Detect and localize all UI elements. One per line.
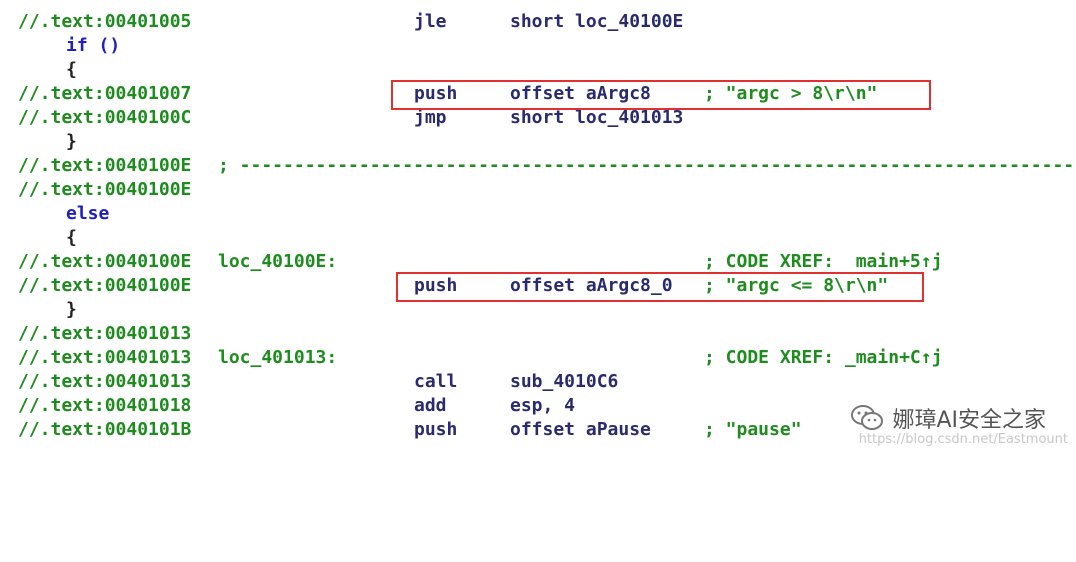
address: //.text:00401005 [18,11,192,32]
code-line: //.text:0040100C jmp short loc_401013 [18,106,1076,130]
mnemonic: push [414,275,458,296]
operand: offset aPause [510,419,651,440]
code-line: { [18,58,1076,82]
mnemonic: push [414,419,458,440]
code-line: //.text:00401018 add esp, 4 [18,394,1076,418]
code-label[interactable]: loc_40100E: [218,251,338,272]
address: //.text:00401013 [18,371,192,392]
comment: ; "pause" [704,419,802,440]
code-line: else [18,202,1076,226]
code-line: //.text:0040100E [18,178,1076,202]
code-line: //.text:00401007 push offset aArgc8 ; "a… [18,82,1076,106]
code-line: //.text:0040100E loc_40100E: ; CODE XREF… [18,250,1076,274]
code-line: { [18,226,1076,250]
keyword-if: if () [66,35,121,56]
operand: offset aArgc8_0 [510,275,673,296]
address: //.text:0040100C [18,107,192,128]
watermark: 娜璋AI安全之家 [850,402,1046,434]
code-line: //.text:00401013 loc_401013: ; CODE XREF… [18,346,1076,370]
address: //.text:0040100E [18,179,192,200]
code-line: } [18,130,1076,154]
address: //.text:0040100E [18,155,192,176]
operand: offset aArgc8 [510,83,651,104]
highlight-box-argc-le-8 [396,272,924,302]
keyword-else: else [66,203,110,224]
open-brace: { [66,59,77,80]
xref-comment[interactable]: ; CODE XREF: _main+C↑j [704,347,943,368]
open-brace: { [66,227,77,248]
code-line: //.text:0040100E push offset aArgc8_0 ; … [18,274,1076,298]
close-brace: } [66,131,77,152]
address: //.text:00401007 [18,83,192,104]
watermark-title: 娜璋AI安全之家 [892,408,1046,433]
code-line: //.text:00401013 call sub_4010C6 [18,370,1076,394]
separator-comment: ; --------------------------------------… [218,155,1076,176]
address: //.text:00401013 [18,347,192,368]
address: //.text:0040100E [18,275,192,296]
mnemonic: add [414,395,447,416]
operand: short loc_40100E [510,11,684,32]
wechat-icon [850,404,884,432]
address: //.text:0040100E [18,251,192,272]
mnemonic: jmp [414,107,447,128]
xref-comment[interactable]: ; CODE XREF: main+5↑j [704,251,943,272]
mnemonic: jle [414,11,447,32]
code-line: //.text:0040100E ; ---------------------… [18,154,1076,178]
comment: ; "argc <= 8\r\n" [704,275,889,296]
address: //.text:00401018 [18,395,192,416]
close-brace: } [66,299,77,320]
address: //.text:00401013 [18,323,192,344]
code-line: } [18,298,1076,322]
code-line: //.text:00401013 [18,322,1076,346]
operand: esp, 4 [510,395,576,416]
mnemonic: push [414,83,458,104]
disassembly-listing: //.text:00401005 jle short loc_40100E if… [18,10,1076,442]
operand: short loc_401013 [510,107,684,128]
code-line: if () [18,34,1076,58]
address: //.text:0040101B [18,419,192,440]
code-line: //.text:0040101B push offset aPause ; "p… [18,418,1076,442]
code-label[interactable]: loc_401013: [218,347,338,368]
operand[interactable]: sub_4010C6 [510,371,619,392]
highlight-box-argc-gt-8 [391,80,931,110]
watermark-url: https://blog.csdn.net/Eastmount [858,432,1068,447]
comment: ; "argc > 8\r\n" [704,83,878,104]
mnemonic: call [414,371,458,392]
code-line: //.text:00401005 jle short loc_40100E [18,10,1076,34]
